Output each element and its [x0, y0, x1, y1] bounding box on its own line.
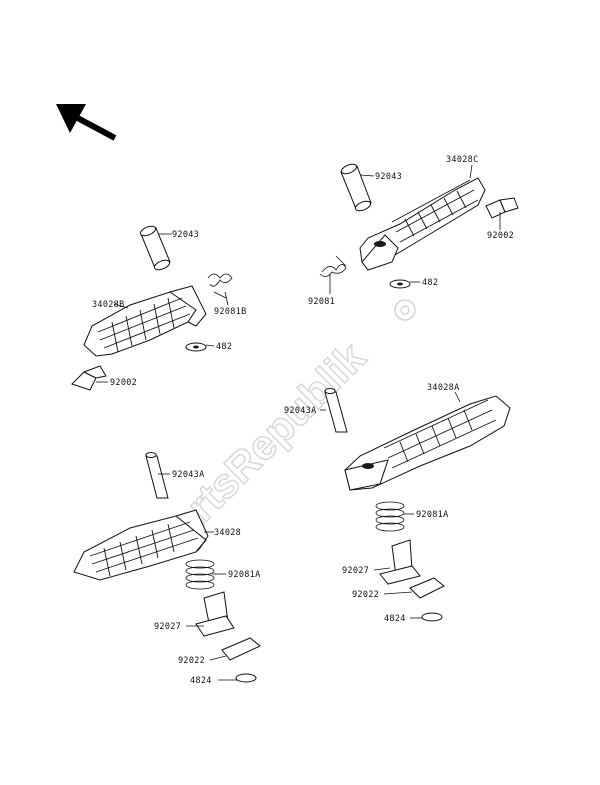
footpeg-34028a-assembly	[324, 388, 511, 622]
label-92081: 92081	[308, 297, 335, 307]
label-482-left: 482	[216, 342, 232, 352]
label-482-right: 482	[422, 278, 438, 288]
label-34028a: 34028A	[427, 383, 460, 393]
holder-92027-left	[195, 591, 235, 637]
label-92002-left: 92002	[110, 378, 137, 388]
spring-92081b	[207, 273, 233, 299]
footpeg-34028-assembly	[73, 452, 261, 683]
label-92081a-right: 92081A	[416, 510, 449, 520]
pin-92043-left	[139, 225, 171, 271]
bolt-92002-right	[485, 197, 519, 219]
leader-lines	[96, 164, 501, 681]
plate-92022-right	[409, 577, 445, 599]
footpeg-34028	[73, 509, 209, 581]
label-92002-right: 92002	[487, 231, 514, 241]
pin-92043-top-right	[340, 163, 372, 212]
label-4824-left: 4824	[190, 676, 212, 686]
holder-92027-right	[379, 539, 421, 585]
label-34028b: 34028B	[92, 300, 125, 310]
label-92027-left: 92027	[154, 622, 181, 632]
spring-92081a-right	[375, 501, 405, 532]
label-34028: 34028	[214, 528, 241, 538]
label-92022-left: 92022	[178, 656, 205, 666]
pin-92043a-right	[324, 388, 348, 433]
footpeg-34028a	[344, 395, 511, 491]
label-34028c: 34028C	[446, 155, 479, 165]
label-92081a-left: 92081A	[228, 570, 261, 580]
washer-482-left	[185, 342, 207, 352]
clip-4824-right	[421, 612, 443, 622]
footpeg-34028c-assembly	[319, 163, 519, 289]
label-92022-right: 92022	[352, 590, 379, 600]
label-92027-right: 92027	[342, 566, 369, 576]
label-4824-right: 4824	[384, 614, 406, 624]
clip-4824-left	[235, 673, 257, 683]
footpeg-34028c	[359, 177, 486, 271]
pin-92043a-left	[145, 452, 169, 499]
bolt-92002-left	[71, 365, 107, 391]
footpeg-34028b	[83, 285, 207, 357]
footpeg-34028b-assembly	[71, 225, 233, 391]
label-92081b: 92081B	[214, 307, 247, 317]
label-92043a-left: 92043A	[172, 470, 205, 480]
orientation-arrow-icon	[56, 104, 117, 141]
label-92043-left: 92043	[172, 230, 199, 240]
part-labels: 92043 34028C 92002 92043 92081B 34028B 4…	[92, 155, 514, 686]
washer-482-right	[389, 279, 411, 289]
gear-logo-icon	[394, 299, 416, 321]
label-92043a-right: 92043A	[284, 406, 317, 416]
label-92043-top: 92043	[375, 172, 402, 182]
plate-92022-left	[221, 637, 261, 661]
spring-92081	[319, 255, 347, 277]
spring-92081a-left	[185, 559, 215, 590]
